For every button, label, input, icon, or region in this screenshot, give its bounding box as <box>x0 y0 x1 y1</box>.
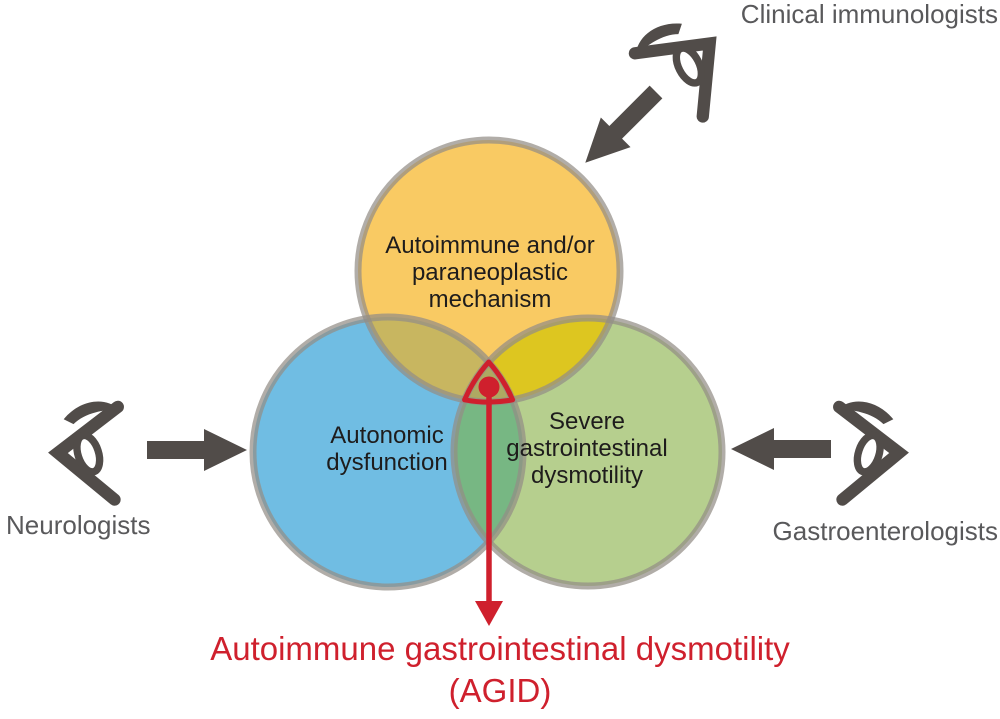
annotation-agid-line-1: Autoimmune gastrointestinal dysmotility <box>210 630 790 667</box>
circle-label-gi-line-2: gastrointestinal <box>506 435 667 462</box>
agid-region-dot <box>478 376 500 398</box>
arrow-from-clinical-immunologists-icon <box>570 77 671 178</box>
arrow-from-neurologists-icon <box>147 429 247 471</box>
circle-label-immune-line-1: Autoimmune and/or <box>385 232 594 259</box>
eye-icon-gastroenterologists <box>838 401 900 499</box>
overlap-immune-gi <box>454 318 620 402</box>
circle-ring-autonomic <box>249 313 527 591</box>
arrow-from-gastroenterologists-icon <box>731 428 831 470</box>
eye-icon-neurologists <box>58 401 120 499</box>
circle-label-gi-line-1: Severe <box>549 408 625 435</box>
observer-label-clinical-immunologists: Clinical immunologists <box>741 0 998 29</box>
circle-label-immune-line-2: paraneoplastic <box>412 259 568 286</box>
circle-ring-gi <box>450 314 726 590</box>
agid-arrowhead-icon <box>475 601 503 626</box>
circle-label-gi-line-3: dysmotility <box>531 462 643 489</box>
circle-label-immune-line-3: mechanism <box>429 286 552 313</box>
annotation-agid-line-2: (AGID) <box>449 672 552 709</box>
overlap-immune-autonomic <box>358 317 523 402</box>
observer-label-neurologists: Neurologists <box>6 510 151 540</box>
circle-label-autonomic-line-1: Autonomic <box>330 422 443 449</box>
observer-label-gastroenterologists: Gastroenterologists <box>773 516 998 546</box>
circle-label-autonomic-line-2: dysfunction <box>326 449 447 476</box>
